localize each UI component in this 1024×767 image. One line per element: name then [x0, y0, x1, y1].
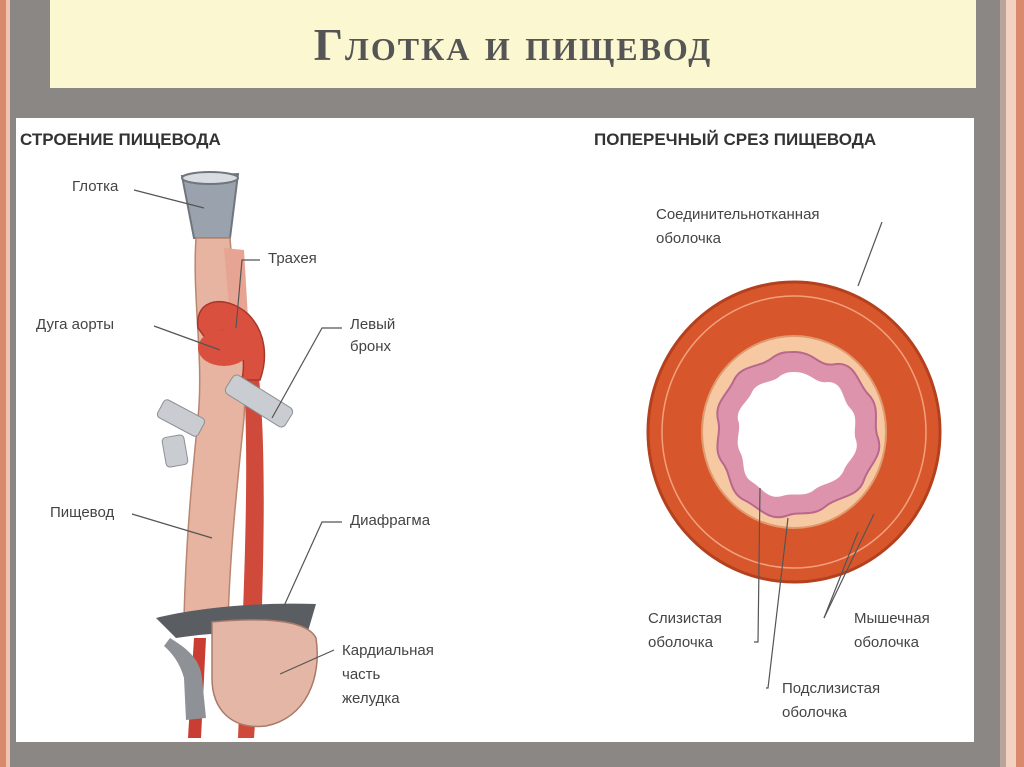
label-submucosa-line1: Подслизистая	[782, 680, 881, 697]
label-cardia-line1: Кардиальная	[342, 642, 434, 659]
cross-section-illustration	[646, 280, 942, 584]
bronchus-branch	[161, 434, 189, 468]
esophageal-lumen	[737, 372, 857, 497]
left-leader-lines	[131, 189, 342, 675]
esophagus-illustration	[156, 171, 318, 738]
leader-trachea	[235, 259, 260, 329]
right-stripe-mid	[1006, 0, 1016, 767]
label-muscular-line2: оболочка	[854, 634, 919, 651]
diaphragm-left-fold	[164, 638, 206, 720]
label-trachea: Трахея	[268, 250, 317, 267]
label-pharynx: Глотка	[72, 178, 119, 195]
right-bronchus	[156, 399, 206, 437]
leader-mucosa	[754, 487, 761, 643]
leader-pharynx	[133, 189, 205, 209]
left-stripe	[0, 0, 6, 767]
label-adventitia-line1: Соединительнотканная	[656, 206, 820, 223]
stomach-cardia-shape	[211, 619, 318, 728]
right-heading: ПОПЕРЕЧНЫЙ СРЕЗ ПИЩЕВОДА	[594, 130, 877, 149]
label-submucosa-line2: оболочка	[782, 704, 847, 721]
label-left-bronchus-line2: бронх	[350, 338, 392, 355]
leader-aortic-arch	[153, 325, 221, 351]
label-mucosa-line2: оболочка	[648, 634, 713, 651]
right-stripe-outer	[1016, 0, 1024, 767]
right-leader-lines	[754, 221, 883, 689]
leader-esophagus	[131, 513, 213, 539]
leader-cardia	[279, 649, 335, 675]
label-adventitia-line2: оболочка	[656, 230, 721, 247]
label-diaphragm: Диафрагма	[350, 512, 431, 529]
right-stripe-inner	[1000, 0, 1006, 767]
title-banner: Глотка и пищевод	[50, 0, 976, 88]
label-left-bronchus-line1: Левый	[350, 316, 396, 333]
leader-muscular-2	[823, 513, 875, 619]
left-heading: СТРОЕНИЕ ПИЩЕВОДА	[20, 130, 221, 149]
diagram-drawing	[131, 171, 942, 738]
left-stripe-inner	[6, 0, 10, 767]
label-cardia-line2: часть	[342, 666, 381, 683]
label-mucosa-line1: Слизистая	[648, 610, 722, 627]
left-bronchus-shape	[224, 374, 294, 428]
label-aortic-arch: Дуга аорты	[36, 316, 114, 333]
slide-title: Глотка и пищевод	[313, 18, 713, 70]
leader-diaphragm	[283, 521, 342, 607]
muscle-boundary-line	[661, 295, 927, 569]
pharynx-rim	[181, 171, 239, 185]
label-esophagus: Пищевод	[50, 504, 115, 521]
label-muscular-line1: Мышечная	[854, 610, 930, 627]
aortic-arch-body	[198, 330, 250, 366]
leader-left-bronchus	[271, 327, 342, 419]
label-cardia-line3: желудка	[342, 690, 400, 707]
leader-submucosa	[766, 517, 789, 689]
leader-adventitia	[857, 221, 883, 287]
leader-muscular-1	[823, 531, 859, 619]
diagram-panel: СТРОЕНИЕ ПИЩЕВОДА ПОПЕРЕЧНЫЙ СРЕЗ ПИЩЕВО…	[16, 118, 974, 742]
